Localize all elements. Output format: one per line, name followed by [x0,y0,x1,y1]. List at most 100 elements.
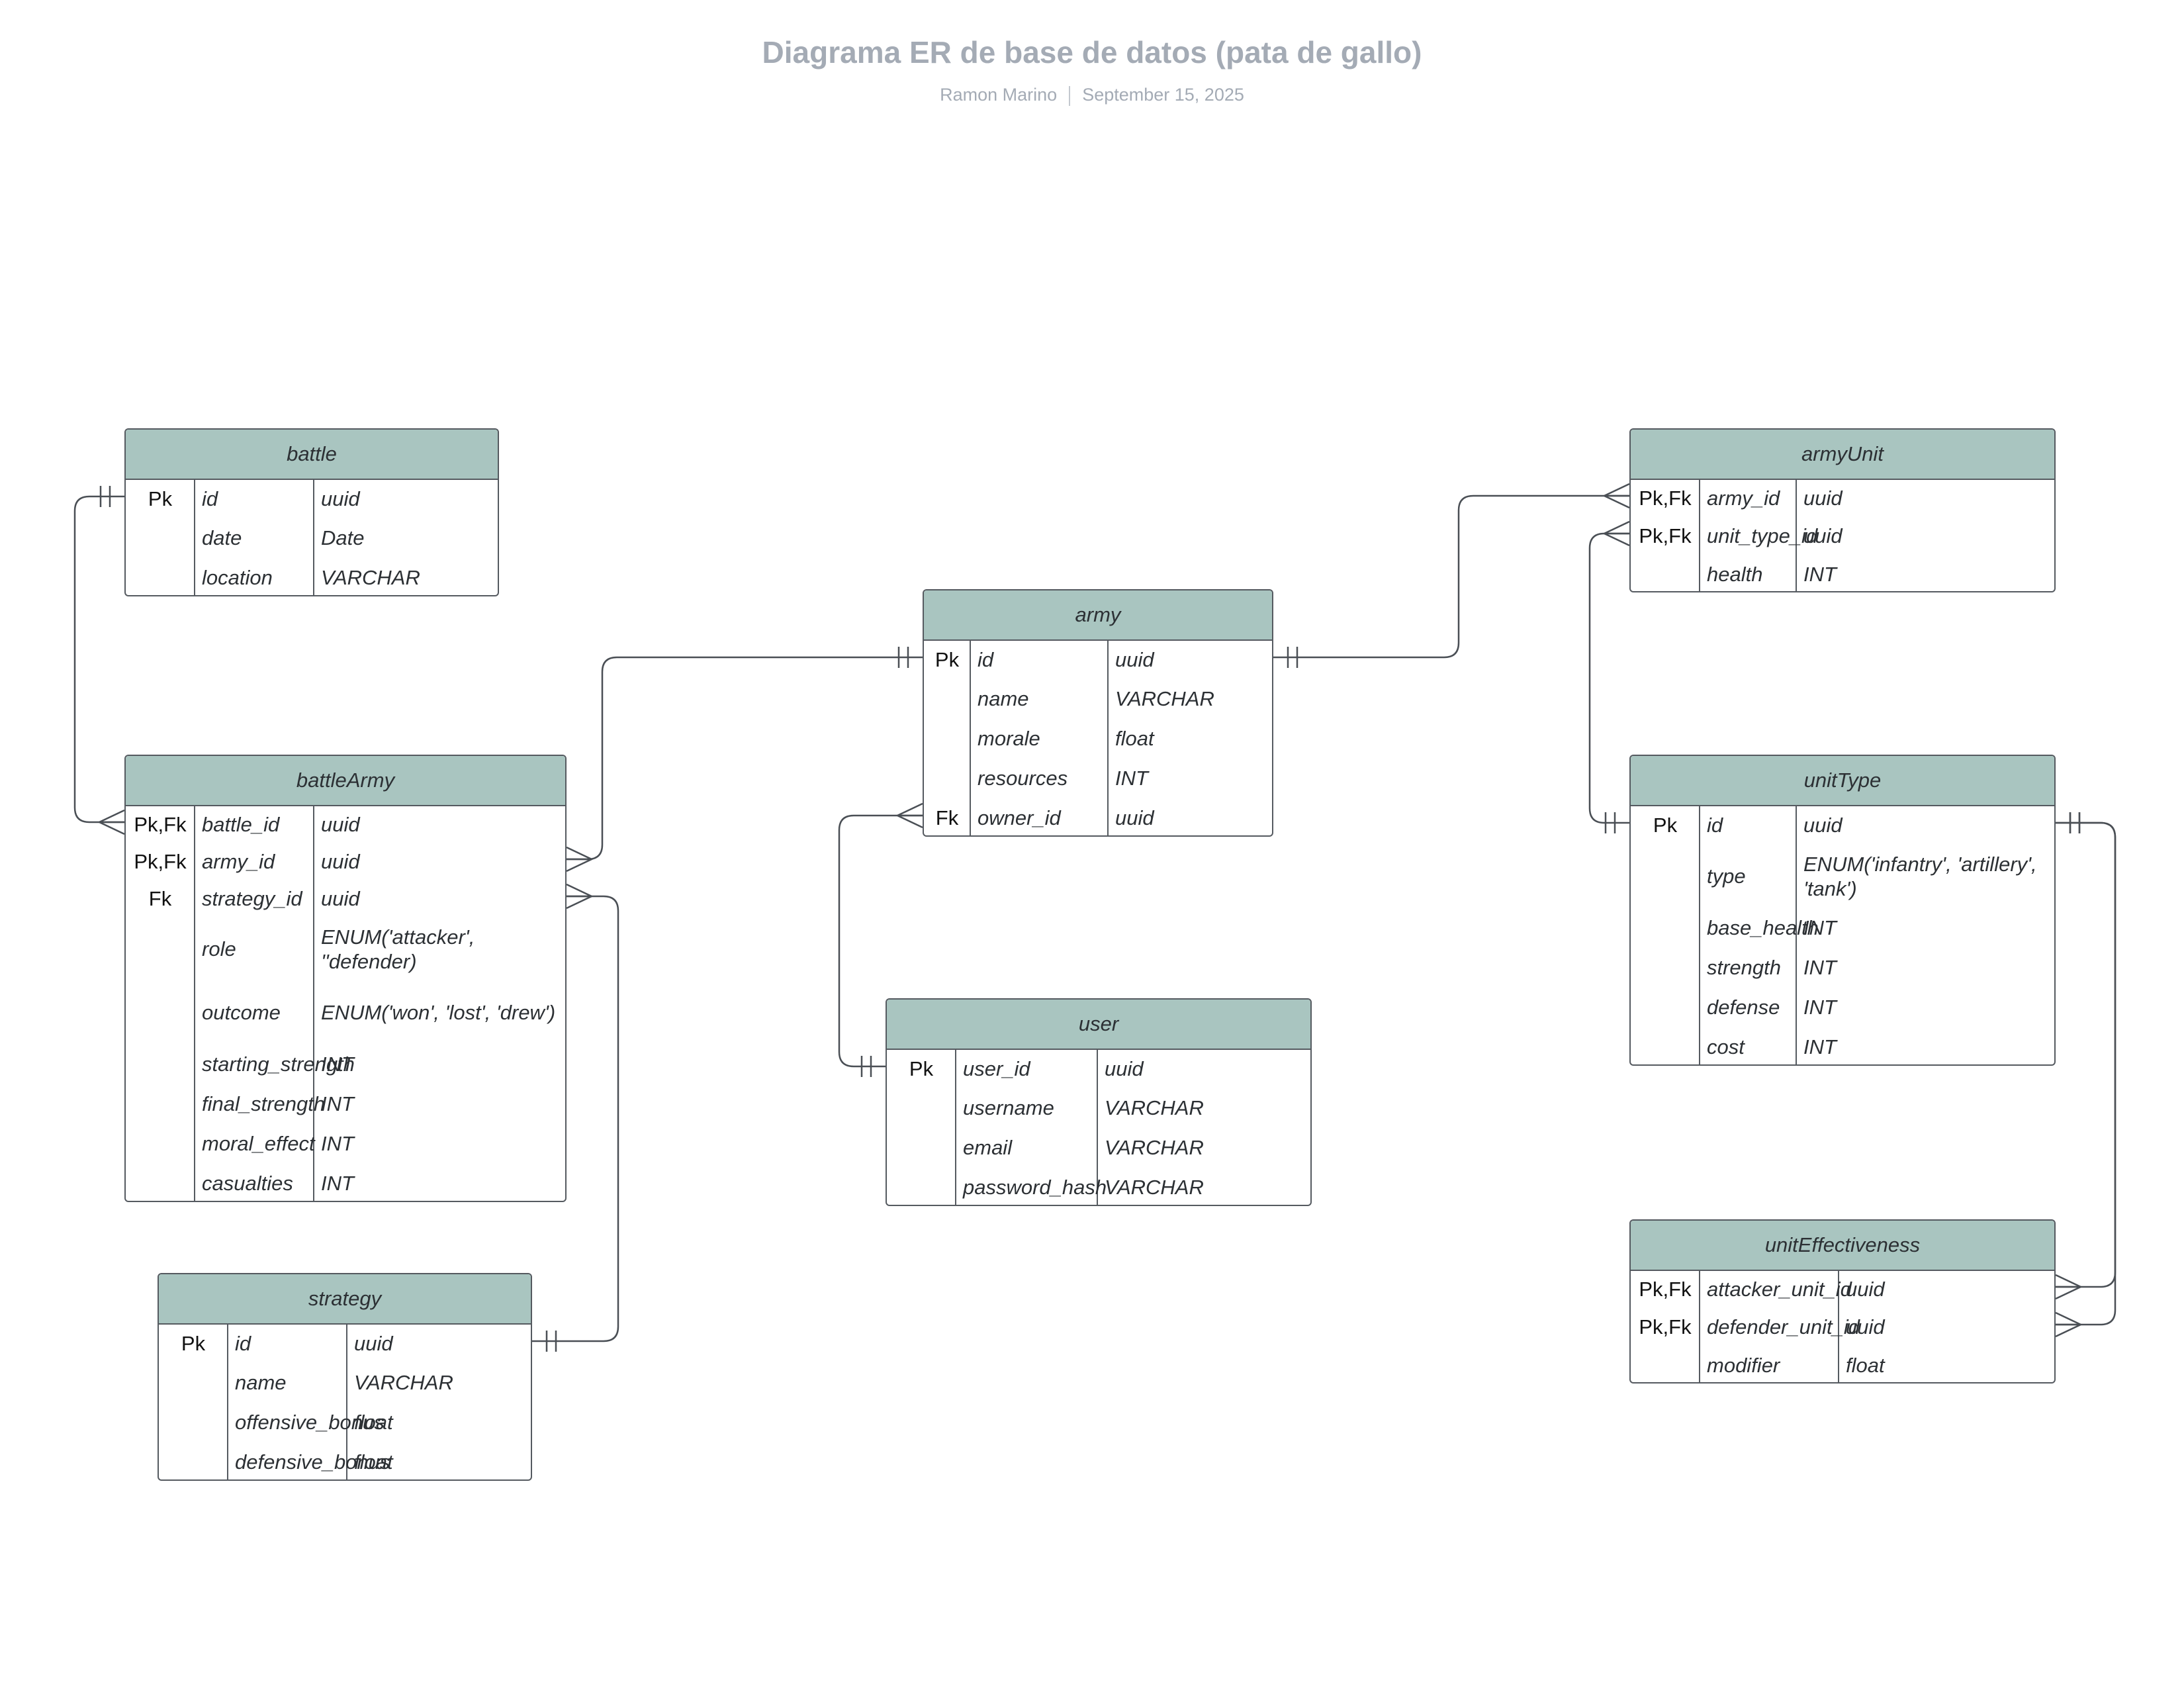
attribute-type: ENUM('attacker', ''defender) [321,925,475,973]
attribute-name: id [978,648,994,672]
key-label: Pk [934,648,960,672]
attribute-type: uuid [321,487,360,511]
key-label: Pk,Fk [1639,524,1692,548]
key-label: Pk,Fk [1639,1278,1692,1301]
key-label [126,981,195,1045]
attribute-row[interactable]: modifier float [1631,1346,2054,1382]
key-label: Pk,Fk [1639,1315,1692,1339]
key-label [924,719,970,759]
attribute-type: uuid [321,813,360,837]
attribute-name: cost [1707,1035,1745,1059]
key-label [126,1045,195,1084]
key-label [1631,845,1700,908]
relationship-line [2056,821,2116,1288]
attribute-row[interactable]: username VARCHAR [887,1088,1310,1128]
key-label: Pk [148,487,173,511]
attribute-name: base_health [1707,916,1819,940]
key-label: Fk [148,887,172,911]
attribute-name: resources [978,767,1068,790]
key-label: Pk [1653,814,1678,837]
crows-foot-many-marker [566,883,594,910]
attribute-type: uuid [1115,648,1154,672]
attribute-type: uuid [1846,1278,1885,1301]
attribute-type: INT [1803,563,1837,586]
attribute-name: modifier [1707,1354,1780,1378]
attribute-row[interactable]: outcome ENUM('won', 'lost', 'drew') [126,981,565,1045]
attribute-name: casualties [202,1172,293,1196]
attribute-row[interactable]: cost INT [1631,1027,2054,1064]
attribute-name: username [963,1096,1054,1120]
key-label [924,679,970,719]
attribute-type: float [354,1411,393,1434]
attribute-type: float [354,1450,393,1474]
attribute-type: ENUM('won', 'lost', 'drew') [321,1001,556,1025]
column-divider [1796,806,1797,1064]
attribute-type: INT [321,1132,354,1156]
attribute-name: outcome [202,1001,281,1025]
relationship-line [567,656,923,861]
entity-header: battleArmy [126,756,565,806]
attribute-type: INT [1803,956,1837,980]
crows-foot-many-marker [2055,1274,2083,1300]
meta-divider [1069,85,1071,106]
attribute-type: uuid [321,850,360,874]
key-label [1631,1346,1700,1382]
column-divider [313,806,314,1201]
key-label [159,1363,228,1403]
crows-foot-many-marker [895,802,923,829]
attribute-type: INT [1803,1035,1837,1059]
diagram-title: Diagrama ER de base de datos (pata de ga… [762,35,1422,70]
attribute-type: uuid [354,1332,393,1356]
key-label [1631,555,1700,591]
attribute-name: user_id [963,1057,1030,1081]
attribute-type: uuid [321,887,360,911]
attribute-type: INT [1803,996,1837,1019]
attribute-type: INT [321,1053,354,1076]
attribute-type: VARCHAR [1105,1096,1204,1120]
attribute-type: float [1846,1354,1885,1378]
column-divider [346,1325,347,1479]
